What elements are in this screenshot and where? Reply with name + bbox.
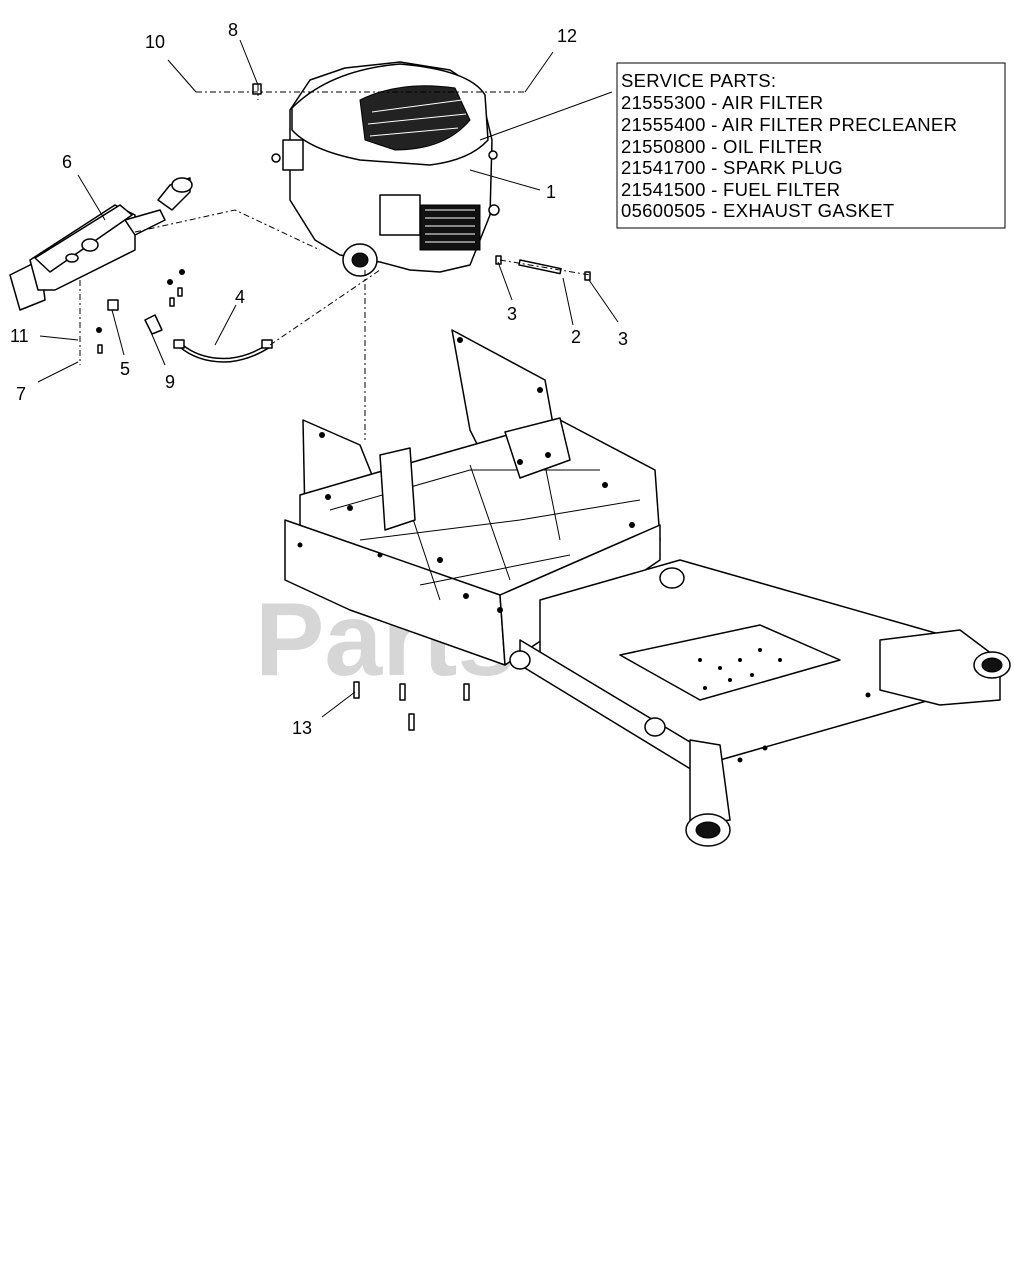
callout-10: 10 — [145, 32, 165, 52]
bolts-13 — [353, 681, 470, 731]
callout-6: 6 — [62, 152, 72, 172]
callout-4: 4 — [235, 287, 245, 307]
fuel-line — [173, 339, 273, 363]
callout-labels: 10 8 12 6 1 4 3 2 3 11 5 9 7 13 — [10, 20, 628, 738]
callout-13: 13 — [292, 718, 312, 738]
service-part-spark-plug: 21541700 - SPARK PLUG — [621, 157, 843, 178]
callout-12: 12 — [557, 26, 577, 46]
callout-9: 9 — [165, 372, 175, 392]
service-parts-heading: SERVICE PARTS: — [621, 70, 776, 91]
callout-1: 1 — [546, 182, 556, 202]
service-parts-box: SERVICE PARTS: 21555300 - AIR FILTER 215… — [616, 62, 1006, 229]
service-part-oil-filter: 21550800 - OIL FILTER — [621, 136, 823, 157]
callout-7: 7 — [16, 384, 26, 404]
small-hardware — [96, 83, 591, 354]
callout-3b: 3 — [618, 329, 628, 349]
service-part-air-filter: 21555300 - AIR FILTER — [621, 92, 823, 113]
callout-8: 8 — [228, 20, 238, 40]
service-part-fuel-filter: 21541500 - FUEL FILTER — [621, 179, 840, 200]
callout-5: 5 — [120, 359, 130, 379]
callout-11: 11 — [10, 326, 29, 346]
muffler — [9, 177, 193, 311]
engine — [271, 61, 500, 277]
service-part-air-filter-precleaner: 21555400 - AIR FILTER PRECLEANER — [621, 114, 957, 135]
frame-holes — [297, 337, 871, 763]
assembly-lines — [79, 85, 591, 440]
service-part-exhaust-gasket: 05600505 - EXHAUST GASKET — [621, 200, 894, 221]
frame-assembly — [284, 329, 1011, 847]
callout-2: 2 — [571, 327, 581, 347]
leader-lines — [37, 39, 619, 718]
callout-3a: 3 — [507, 304, 517, 324]
